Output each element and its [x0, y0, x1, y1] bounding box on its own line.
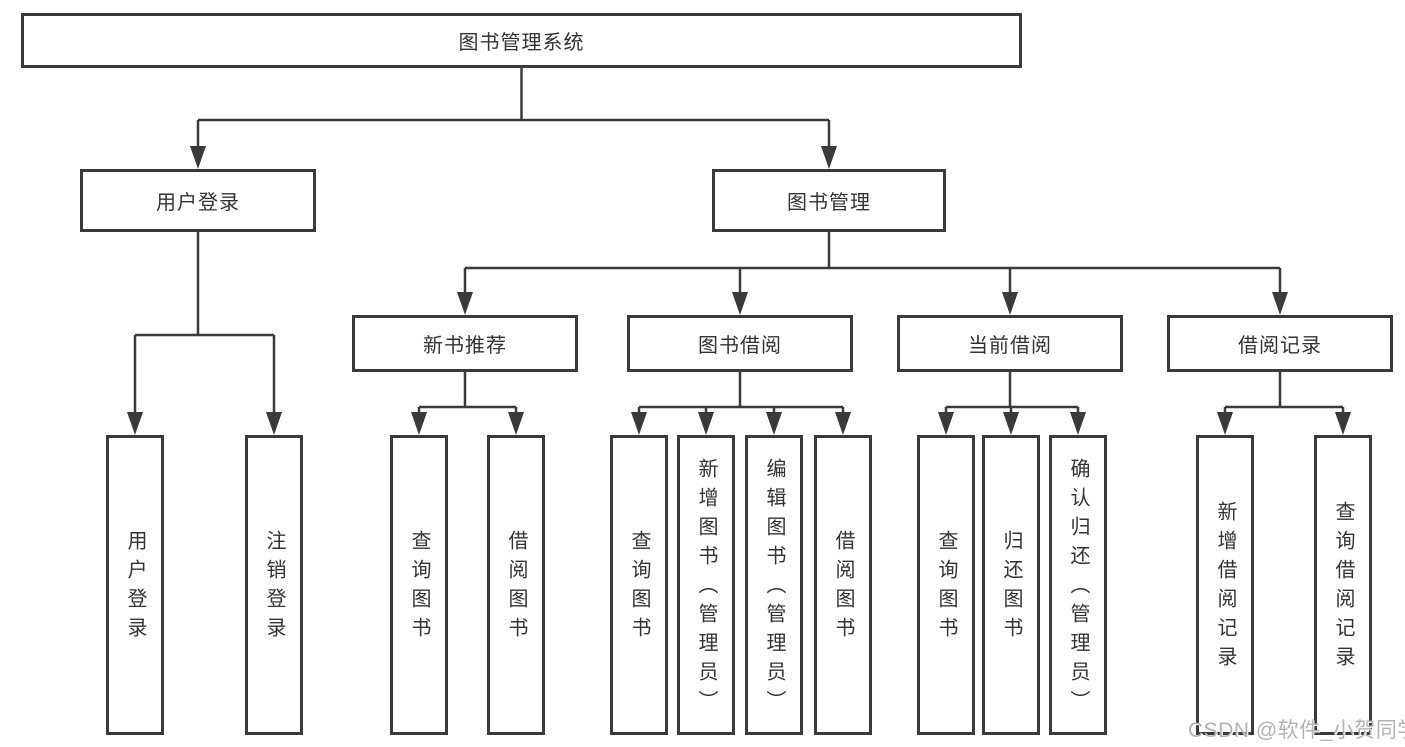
connector-userlogin-to-leaves: [127, 232, 282, 435]
node-book-management: 图书管理: [712, 169, 946, 232]
leaf-cb-query-books: 查询图书: [917, 435, 975, 735]
leaf-br-add-record: 新增借阅记录: [1196, 435, 1254, 735]
connector-bookmgmt-to-level3: [457, 232, 1288, 315]
connector-root-to-level2: [190, 68, 837, 169]
node-new-book-recommendation: 新书推荐: [352, 315, 578, 372]
node-borrowing-records: 借阅记录: [1167, 315, 1393, 372]
leaf-rec-query-books: 查询图书: [390, 435, 448, 735]
node-root-system: 图书管理系统: [21, 13, 1022, 68]
leaf-bb-edit-books-admin: 编辑图书（管理员）: [745, 435, 803, 735]
csdn-watermark: CSDN @软件_小贺同学: [1188, 719, 1405, 742]
leaf-bb-borrow-books: 借阅图书: [814, 435, 872, 735]
leaf-br-query-record: 查询借阅记录: [1314, 435, 1372, 735]
leaf-user-login: 用户登录: [106, 435, 164, 735]
leaf-cb-return-books: 归还图书: [982, 435, 1040, 735]
connector-records-to-leaves: [1217, 372, 1351, 435]
node-book-borrowing: 图书借阅: [627, 315, 853, 372]
leaf-rec-borrow-books: 借阅图书: [487, 435, 545, 735]
node-user-login: 用户登录: [80, 169, 316, 232]
connector-bookborrow-to-leaves: [631, 372, 851, 435]
leaf-logout: 注销登录: [245, 435, 303, 735]
connector-currentborrow-to-leaves: [938, 372, 1086, 435]
leaf-bb-add-books-admin: 新增图书（管理员）: [677, 435, 735, 735]
leaf-cb-confirm-return-admin: 确认归还（管理员）: [1049, 435, 1107, 735]
leaf-bb-query-books: 查询图书: [610, 435, 668, 735]
node-current-borrowing: 当前借阅: [897, 315, 1123, 372]
connector-newrec-to-leaves: [411, 372, 524, 435]
